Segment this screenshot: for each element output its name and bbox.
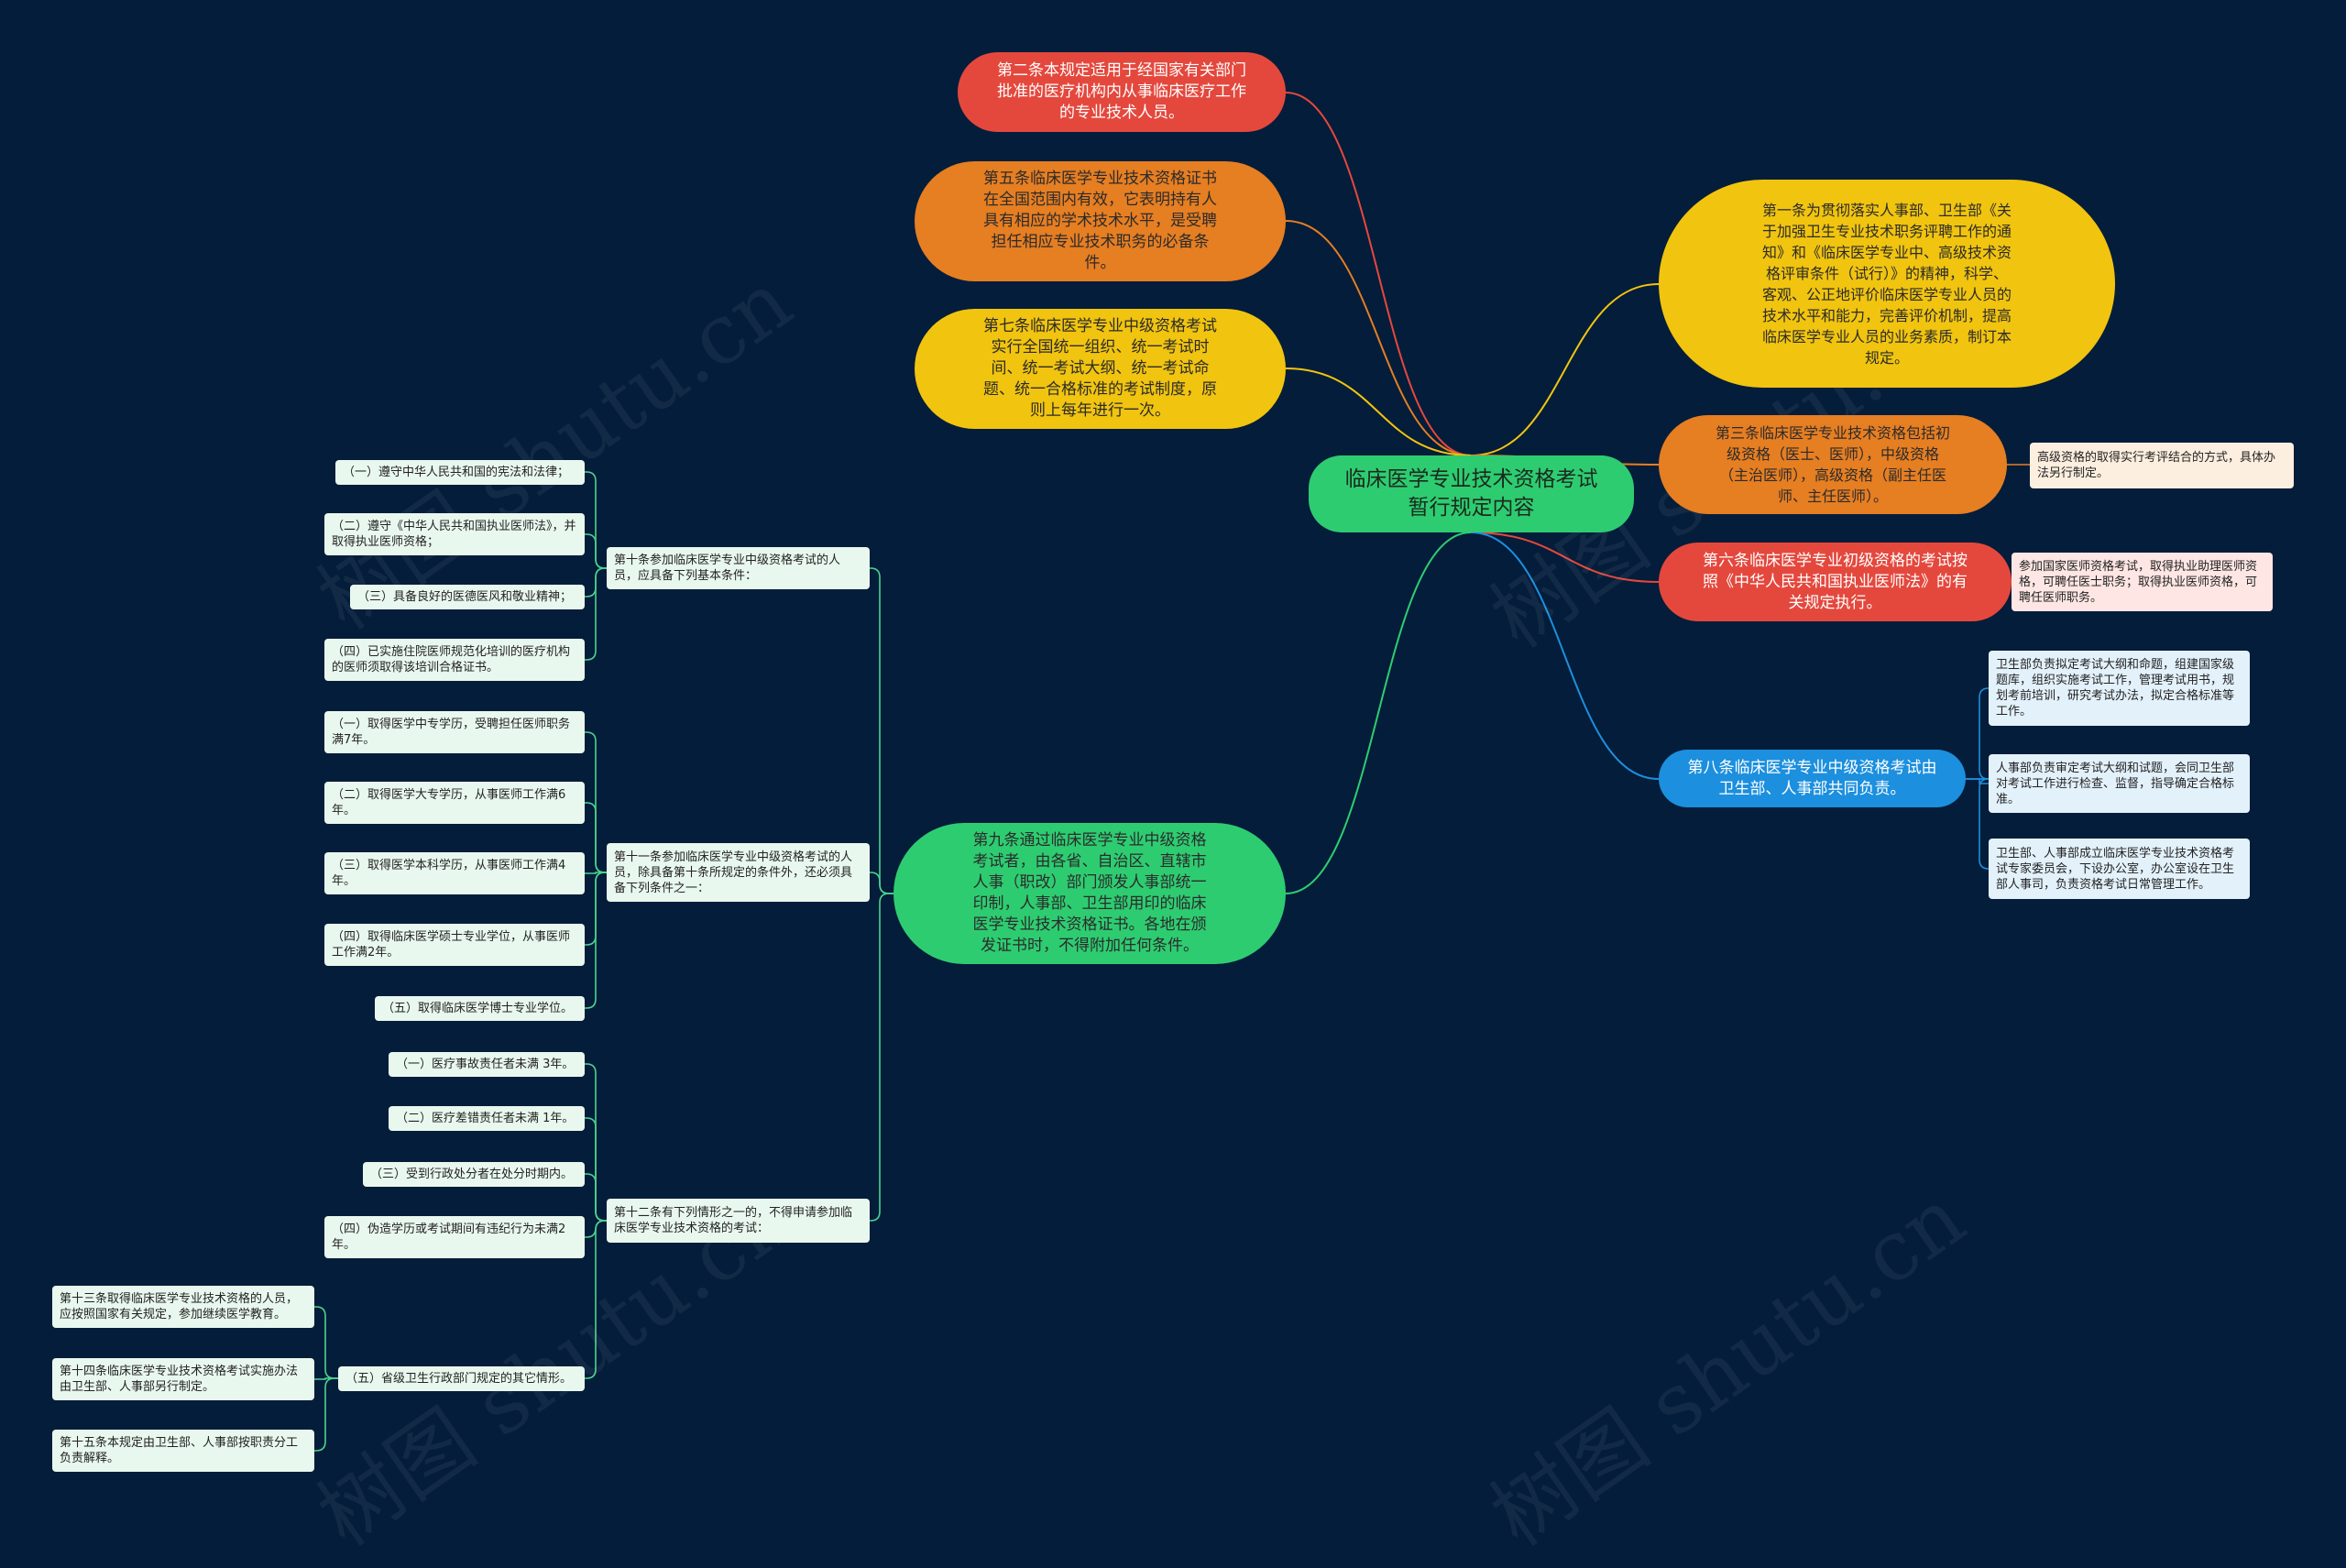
article-10-item[interactable]: （三）具备良好的医德医风和敬业精神； — [350, 585, 585, 609]
article-12-item[interactable]: （一）医疗事故责任者未满 3年。 — [389, 1052, 585, 1077]
article-8-note-2[interactable]: 人事部负责审定考试大纲和试题，会同卫生部对考试工作进行检查、监督，指导确定合格标… — [1989, 754, 2250, 813]
article-10-item[interactable]: （四）已实施住院医师规范化培训的医疗机构的医师须取得该培训合格证书。 — [324, 639, 585, 681]
article-5-node[interactable]: 第五条临床医学专业技术资格证书在全国范围内有效，它表明持有人具有相应的学术技术水… — [915, 161, 1286, 281]
connector-line — [1470, 532, 1660, 780]
article-12-item[interactable]: （四）伪造学历或考试期间有违纪行为未满2年。 — [324, 1216, 585, 1258]
article-9-node[interactable]: 第九条通过临床医学专业中级资格考试者，由各省、自治区、直辖市人事（职改）部门颁发… — [893, 823, 1286, 964]
article-8-note-1[interactable]: 卫生部负责拟定考试大纲和命题，组建国家级题库，组织实施考试工作，管理考试用书，规… — [1989, 651, 2250, 726]
connector-line — [870, 893, 893, 1222]
connector-line — [1966, 687, 1990, 780]
connector-line — [1285, 367, 1472, 456]
article-11-node[interactable]: 第十一条参加临床医学专业中级资格考试的人员，除具备第十条所规定的条件外，还必须具… — [607, 843, 870, 902]
root-topic[interactable]: 临床医学专业技术资格考试暂行规定内容 — [1309, 455, 1634, 532]
connector-line — [1285, 92, 1472, 456]
connector-line — [585, 567, 607, 661]
article-8-note-3[interactable]: 卫生部、人事部成立临床医学专业技术资格考试专家委员会，下设办公室，办公室设在卫生… — [1989, 839, 2250, 899]
article-3-note[interactable]: 高级资格的取得实行考评结合的方式，具体办法另行制定。 — [2030, 443, 2294, 488]
article-12-item[interactable]: （二）医疗差错责任者未满 1年。 — [389, 1106, 585, 1131]
connector-line — [1285, 532, 1472, 894]
article-6-node[interactable]: 第六条临床医学专业初级资格的考试按照《中华人民共和国执业医师法》的有关规定执行。 — [1659, 543, 2012, 621]
article-10-node[interactable]: 第十条参加临床医学专业中级资格考试的人员，应具备下列基本条件： — [607, 547, 870, 589]
article-10-item[interactable]: （一）遵守中华人民共和国的宪法和法律； — [335, 460, 585, 485]
article-11-item[interactable]: （三）取得医学本科学历，从事医师工作满4年。 — [324, 852, 585, 894]
connector-line — [1470, 283, 1660, 456]
article-10-item[interactable]: （二）遵守《中华人民共和国执业医师法》，并取得执业医师资格； — [324, 513, 585, 555]
article-7-node[interactable]: 第七条临床医学专业中级资格考试实行全国统一组织、统一考试时间、统一考试大纲、统一… — [915, 309, 1286, 429]
connector-line — [585, 1220, 607, 1379]
article-11-item[interactable]: （二）取得医学大专学历，从事医师工作满6年。 — [324, 782, 585, 824]
connector-lines — [314, 92, 2030, 1452]
article-6-note[interactable]: 参加国家医师资格考试，取得执业助理医师资格，可聘任医士职务；取得执业医师资格，可… — [2012, 553, 2273, 611]
connector-line — [1470, 532, 1660, 583]
article-12-node[interactable]: 第十二条有下列情形之一的，不得申请参加临床医学专业技术资格的考试： — [607, 1199, 870, 1243]
article-13-node[interactable]: 第十三条取得临床医学专业技术资格的人员，应按照国家有关规定，参加继续医学教育。 — [52, 1286, 314, 1328]
connector-line — [314, 1306, 338, 1379]
connector-line — [870, 872, 893, 894]
article-15-node[interactable]: 第十五条本规定由卫生部、人事部按职责分工负责解释。 — [52, 1430, 314, 1472]
article-1-node[interactable]: 第一条为贯彻落实人事部、卫生部《关于加强卫生专业技术职务评聘工作的通知》和《临床… — [1659, 180, 2115, 388]
connector-line — [1285, 220, 1472, 456]
article-11-item[interactable]: （五）取得临床医学博士专业学位。 — [375, 996, 585, 1021]
article-3-node[interactable]: 第三条临床医学专业技术资格包括初级资格（医士、医师），中级资格（主治医师），高级… — [1659, 415, 2007, 514]
connector-line — [585, 802, 607, 873]
article-8-node[interactable]: 第八条临床医学专业中级资格考试由卫生部、人事部共同负责。 — [1659, 750, 1966, 807]
connector-line — [585, 872, 607, 1009]
connector-line — [585, 533, 607, 569]
article-14-node[interactable]: 第十四条临床医学专业技术资格考试实施办法由卫生部、人事部另行制定。 — [52, 1358, 314, 1400]
mindmap-canvas: 树图 shutu.cn 树图 shutu.cn 树图 shutu.cn 树图 s… — [52, 52, 2294, 1565]
article-12-item[interactable]: （三）受到行政处分者在处分时期内。 — [363, 1162, 585, 1187]
connector-line — [1966, 778, 1990, 870]
article-11-item[interactable]: （四）取得临床医学硕士专业学位，从事医师工作满2年。 — [324, 924, 585, 966]
connector-line — [314, 1377, 338, 1452]
article-2-node[interactable]: 第二条本规定适用于经国家有关部门批准的医疗机构内从事临床医疗工作的专业技术人员。 — [958, 52, 1286, 132]
article-12-item[interactable]: （五）省级卫生行政部门规定的其它情形。 — [338, 1366, 585, 1391]
connector-line — [585, 1173, 607, 1222]
connector-line — [870, 567, 893, 894]
article-11-item[interactable]: （一）取得医学中专学历，受聘担任医师职务满7年。 — [324, 711, 585, 753]
